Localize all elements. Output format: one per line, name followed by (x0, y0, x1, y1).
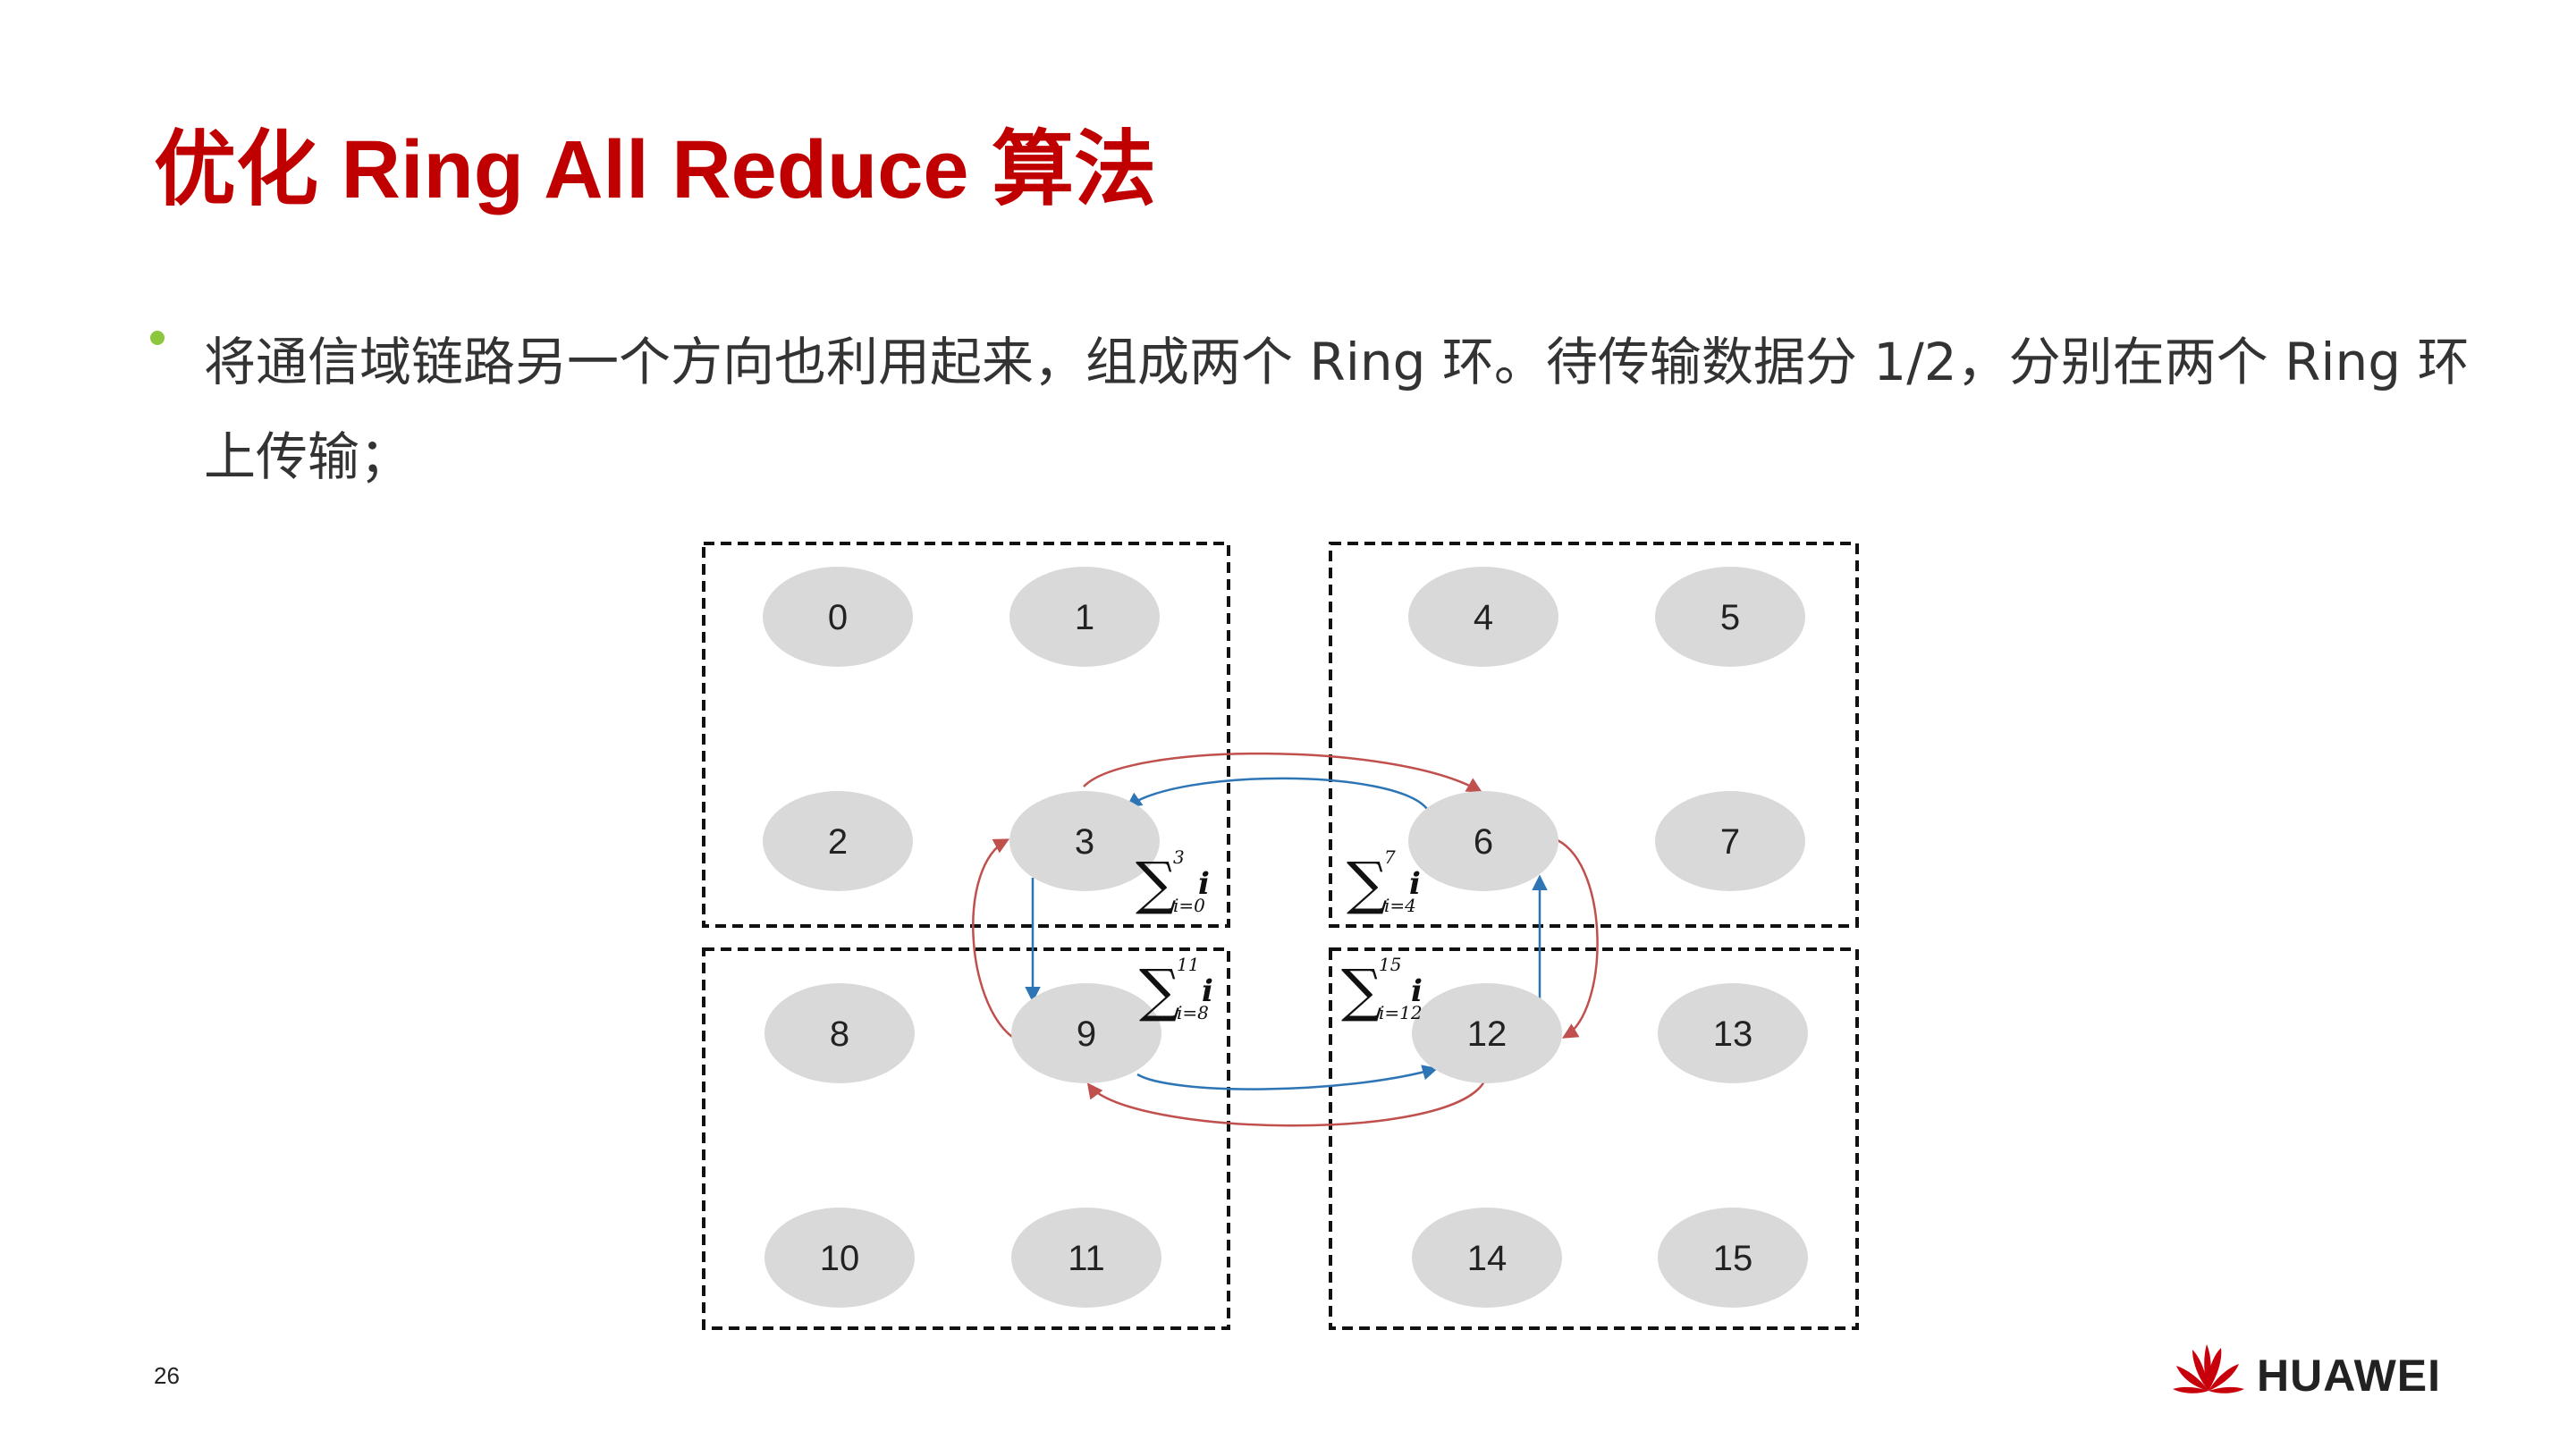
svg-text:15: 15 (1379, 954, 1401, 975)
node-15: 15 (1658, 1208, 1808, 1308)
node-label: 0 (828, 598, 848, 637)
sum-formula-4-7: ∑ 7 i=4 i (1347, 846, 1421, 917)
page-number: 26 (154, 1362, 180, 1389)
node-label: 10 (820, 1239, 860, 1278)
svg-text:i=8: i=8 (1177, 1002, 1209, 1023)
node-label: 12 (1467, 1014, 1508, 1054)
svg-text:∑: ∑ (1139, 958, 1180, 1024)
node-1: 1 (1009, 567, 1160, 667)
node-label: 2 (828, 822, 848, 862)
svg-text:∑: ∑ (1136, 851, 1177, 917)
bullet-dot (150, 331, 165, 345)
group-box-top-left (702, 542, 1230, 928)
node-label: 6 (1474, 822, 1493, 862)
blue-ring-arrow-6-to-3 (1126, 777, 1428, 810)
node-label: 7 (1720, 822, 1740, 862)
node-label: 1 (1075, 598, 1094, 637)
node-3: 3 (1009, 791, 1160, 891)
svg-text:i: i (1411, 973, 1423, 1009)
slide-title: 优化 Ring All Reduce 算法 (154, 124, 1157, 215)
svg-text:i=12: i=12 (1379, 1002, 1423, 1023)
svg-text:3: 3 (1173, 846, 1185, 868)
svg-text:i: i (1198, 866, 1210, 902)
node-label: 11 (1068, 1239, 1105, 1278)
svg-text:11: 11 (1177, 954, 1199, 975)
svg-text:∑: ∑ (1347, 851, 1388, 917)
node-2: 2 (763, 791, 913, 891)
node-5: 5 (1655, 567, 1805, 667)
svg-text:∑: ∑ (1341, 958, 1382, 1024)
brand-name: HUAWEI (2257, 1351, 2441, 1401)
sum-formula-12-15: ∑ 15 i=12 i (1341, 954, 1423, 1024)
red-ring-arrow-12-to-9 (1086, 1081, 1486, 1127)
group-box-bottom-left (702, 947, 1230, 1330)
node-label: 8 (830, 1014, 849, 1054)
node-0: 0 (763, 567, 913, 667)
node-14: 14 (1412, 1208, 1562, 1308)
node-6: 6 (1408, 791, 1558, 891)
sum-formula-8-11: ∑ 11 i=8 i (1139, 954, 1213, 1024)
node-label: 13 (1713, 1014, 1753, 1054)
node-label: 9 (1077, 1014, 1096, 1054)
svg-text:i: i (1409, 866, 1421, 902)
blue-ring-arrow-9-to-12 (1136, 1065, 1439, 1090)
node-9: 9 (1011, 983, 1161, 1083)
node-13: 13 (1658, 983, 1808, 1083)
bullet-text: 将通信域链路另一个方向也利用起来，组成两个 Ring 环。待传输数据分 1/2，… (204, 332, 2470, 487)
node-label: 15 (1713, 1239, 1753, 1278)
node-10: 10 (764, 1208, 915, 1308)
svg-text:i=4: i=4 (1384, 895, 1416, 916)
red-ring-arrow-6-to-12 (1557, 838, 1599, 1039)
sum-formula-0-3: ∑ 3 i=0 i (1136, 846, 1210, 917)
node-4: 4 (1408, 567, 1558, 667)
svg-text:7: 7 (1384, 846, 1396, 868)
red-ring-arrow-9-to-3 (972, 838, 1013, 1038)
node-11: 11 (1011, 1208, 1161, 1308)
group-box-top-right (1329, 542, 1859, 928)
svg-text:i=0: i=0 (1173, 895, 1205, 916)
red-ring-arrow-3-to-6 (1083, 752, 1483, 793)
node-label: 5 (1720, 598, 1740, 637)
node-label: 4 (1474, 598, 1493, 637)
huawei-petal-logo-icon (2173, 1344, 2244, 1393)
node-label: 14 (1467, 1239, 1508, 1278)
node-8: 8 (764, 983, 915, 1083)
node-label: 3 (1075, 822, 1094, 862)
group-box-bottom-right (1329, 947, 1859, 1330)
svg-text:i: i (1202, 973, 1213, 1009)
node-7: 7 (1655, 791, 1805, 891)
node-12: 12 (1412, 983, 1562, 1083)
